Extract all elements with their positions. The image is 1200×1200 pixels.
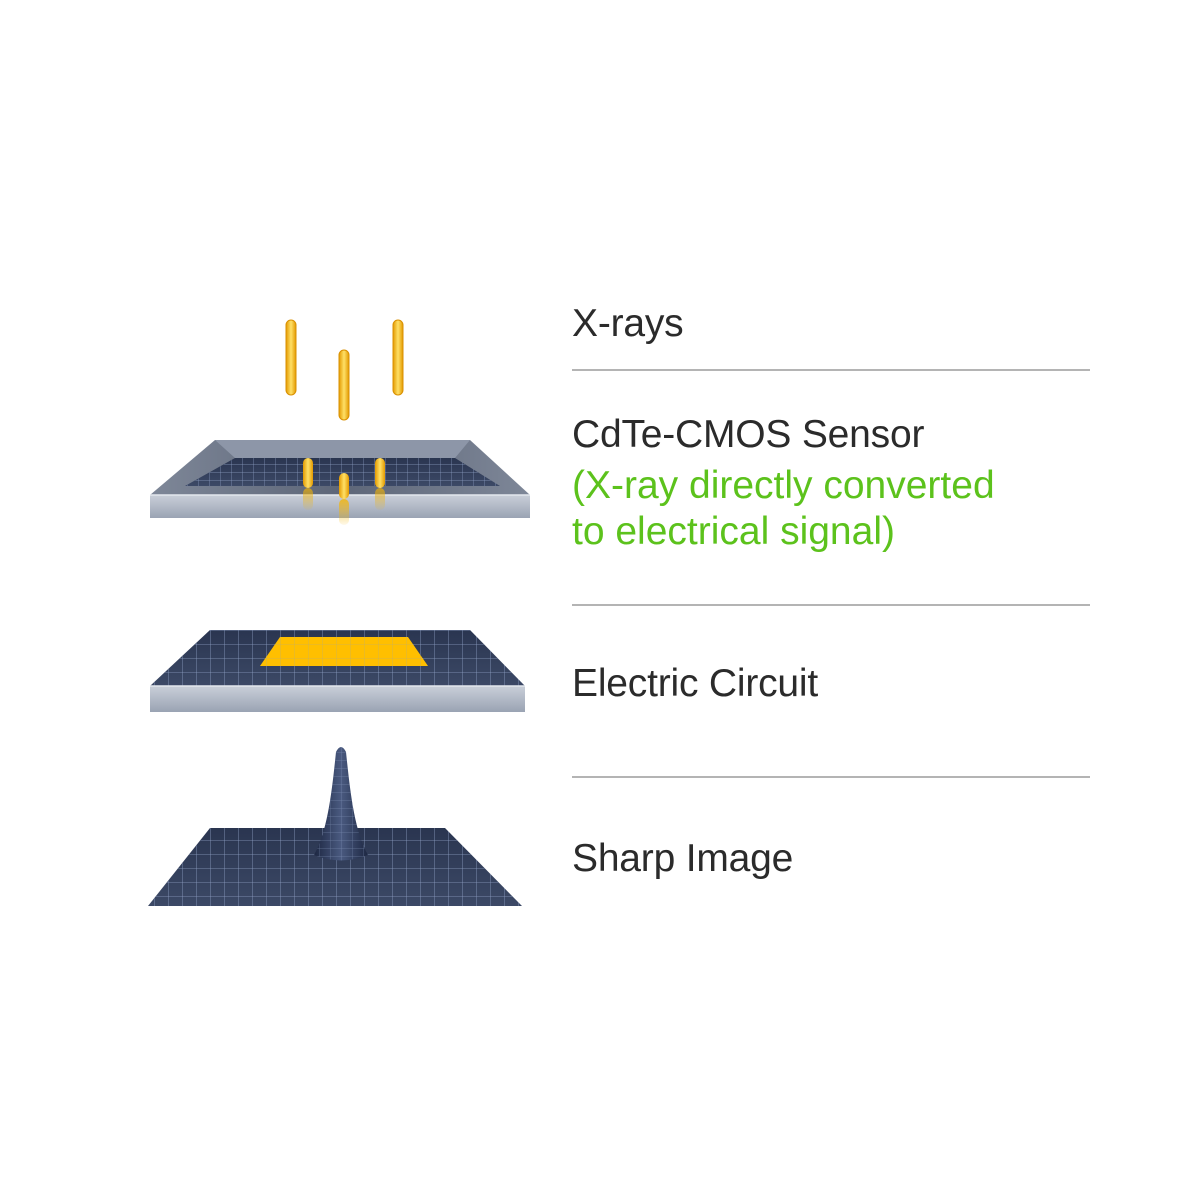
divider-3 [572, 776, 1090, 778]
sensor-description-line-2: to electrical signal) [572, 510, 895, 553]
sensor-slab-icon [150, 440, 530, 525]
sharp-peak-icon [148, 747, 522, 906]
circuit-slab-icon [150, 630, 525, 712]
sharp-image-label: Sharp Image [572, 837, 794, 880]
xray-beam-icon [285, 319, 404, 421]
sensor-label: CdTe-CMOS Sensor [572, 413, 925, 456]
xrays-label: X-rays [572, 302, 684, 345]
circuit-label: Electric Circuit [572, 662, 818, 705]
sensor-description-line-1: (X-ray directly converted [572, 464, 995, 507]
divider-1 [572, 369, 1090, 371]
divider-2 [572, 604, 1090, 606]
